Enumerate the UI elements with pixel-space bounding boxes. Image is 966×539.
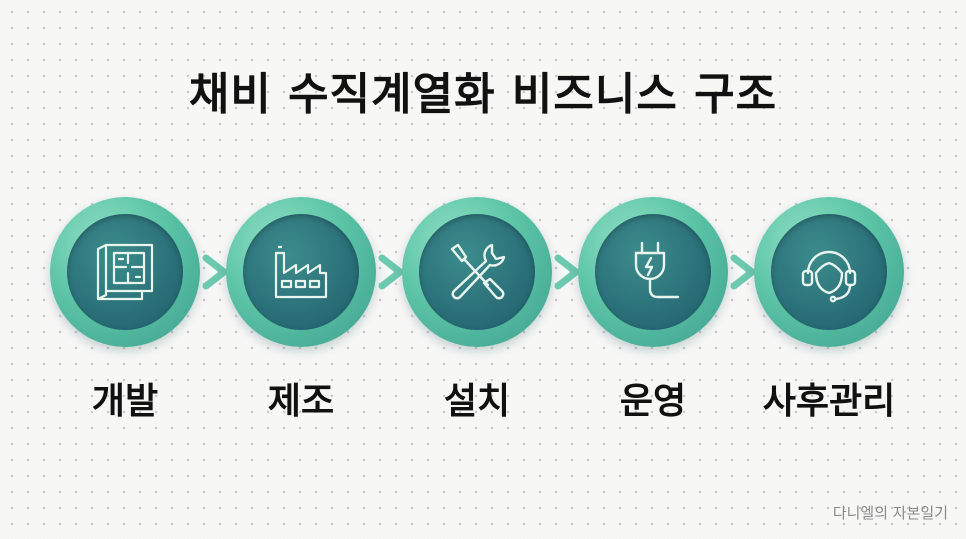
stage-label-operation: 운영 (619, 381, 687, 422)
diagram-title: 채비 수직계열화 비즈니스 구조 (188, 69, 778, 120)
stage-label-installation: 설치 (443, 381, 511, 422)
stage-label-after-service: 사후관리 (762, 381, 896, 422)
stage-manufacturing (226, 197, 376, 347)
stage-operation (578, 197, 728, 347)
power-plug-icon (634, 241, 680, 299)
flow-arrow-icon (378, 254, 404, 290)
flow-arrow-icon (730, 254, 756, 290)
headset-support-icon (801, 250, 857, 303)
stage-installation (402, 197, 552, 347)
flow-arrow-icon (202, 254, 228, 290)
stage-label-manufacturing: 제조 (267, 381, 335, 422)
blueprint-icon (96, 243, 154, 301)
factory-icon (274, 245, 328, 299)
wrench-screwdriver-icon (450, 243, 506, 300)
stage-development (50, 197, 200, 347)
stage-label-development: 개발 (91, 381, 159, 422)
source-credit: 다니엘의 자본일기 (832, 504, 948, 522)
stage-after-service (754, 197, 904, 347)
flow-arrow-icon (554, 254, 580, 290)
